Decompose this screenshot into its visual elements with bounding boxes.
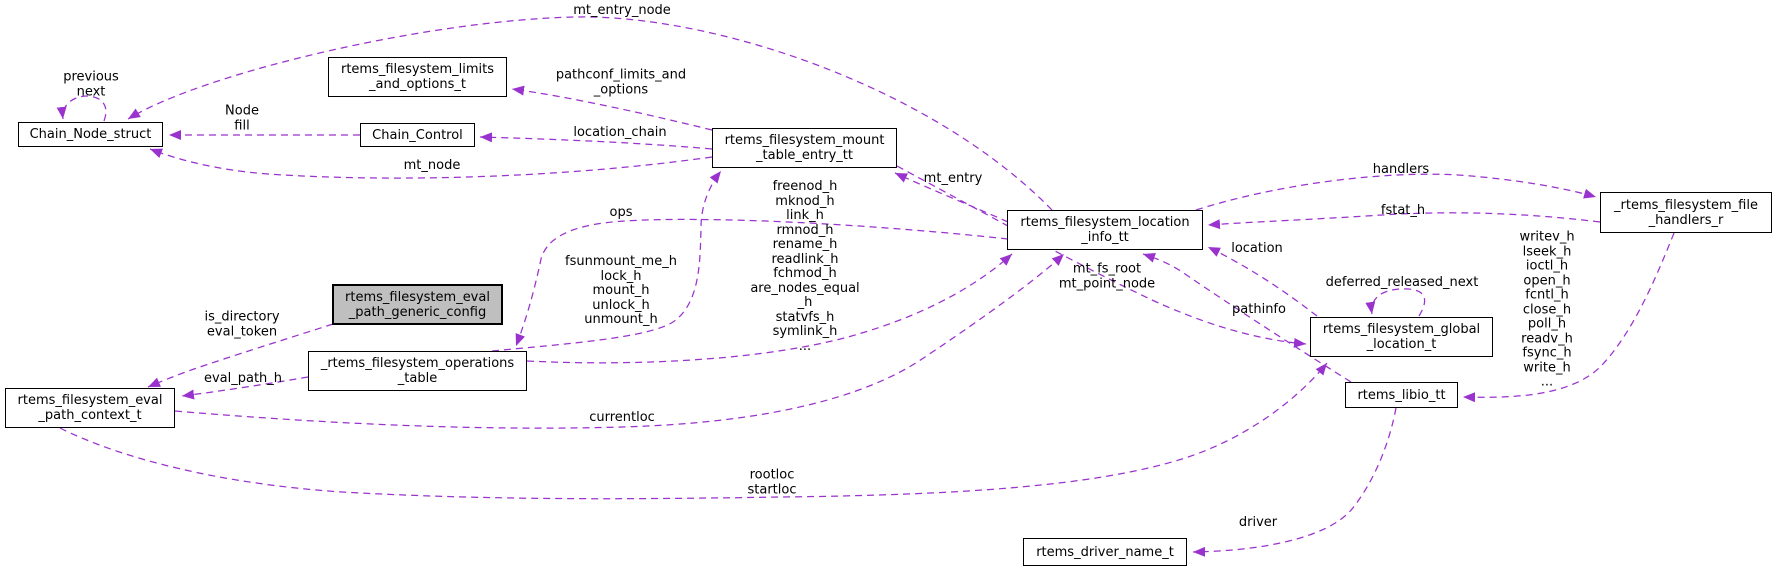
edge-rootloc-startloc bbox=[59, 362, 1328, 500]
edge-label-eval-path-h: eval_path_h bbox=[203, 370, 283, 386]
edge-mt-node bbox=[149, 148, 713, 179]
node-driver-name[interactable]: rtems_driver_name_t bbox=[1023, 538, 1187, 566]
edge-node-handlers bbox=[526, 253, 1013, 364]
edge-label-mt-entry-node: mt_entry_node bbox=[573, 2, 671, 18]
edge-label-location: location bbox=[1231, 240, 1283, 256]
edge-mt-entry bbox=[894, 172, 1009, 223]
edge-ops-table-handlers bbox=[491, 170, 722, 352]
edge-label-currentloc: currentloc bbox=[589, 409, 655, 425]
node-global-location[interactable]: rtems_filesystem_global _location_t bbox=[1310, 317, 1493, 357]
node-limits-and-options[interactable]: rtems_filesystem_limits _and_options_t bbox=[328, 57, 507, 97]
node-operations-table[interactable]: _rtems_filesystem_operations _table bbox=[308, 351, 527, 391]
edge-label-file-handler-list: writev_h lseek_h ioctl_h open_h fcntl_h … bbox=[1519, 229, 1575, 390]
edge-label-mt-node: mt_node bbox=[403, 157, 461, 173]
edge-label-node-fill: Node fill bbox=[225, 103, 259, 133]
edge-label-fstat-h: fstat_h bbox=[1380, 202, 1426, 218]
edge-label-handlers: handlers bbox=[1372, 161, 1430, 177]
edge-label-node-handlers: freenod_h mknod_h link_h rmnod_h rename_… bbox=[750, 179, 860, 354]
node-chain-node-struct[interactable]: Chain_Node_struct bbox=[18, 122, 163, 147]
node-eval-path-generic-config[interactable]: rtems_filesystem_eval _path_generic_conf… bbox=[332, 284, 503, 325]
edge-label-location-chain: location_chain bbox=[573, 124, 667, 140]
edge-handlers bbox=[1195, 173, 1597, 211]
edge-label-mt-entry: mt_entry bbox=[923, 170, 983, 186]
node-file-handlers[interactable]: _rtems_filesystem_file _handlers_r bbox=[1600, 192, 1772, 233]
edge-pathinfo bbox=[1142, 253, 1352, 383]
edge-label-pathinfo: pathinfo bbox=[1232, 301, 1286, 317]
node-location-info[interactable]: rtems_filesystem_location _info_tt bbox=[1007, 210, 1203, 250]
edge-eval-path-h bbox=[181, 376, 309, 400]
node-mount-table-entry[interactable]: rtems_filesystem_mount _table_entry_tt bbox=[712, 128, 897, 168]
node-libio[interactable]: rtems_libio_tt bbox=[1345, 382, 1458, 408]
edge-label-driver: driver bbox=[1238, 514, 1278, 530]
edge-label-ops: ops bbox=[609, 204, 633, 220]
node-chain-control[interactable]: Chain_Control bbox=[360, 123, 475, 147]
node-eval-path-context[interactable]: rtems_filesystem_eval _path_context_t bbox=[5, 388, 175, 428]
edge-is-directory bbox=[147, 323, 334, 388]
edge-fstat-h bbox=[1207, 212, 1601, 230]
edge-label-previous-next: previous next bbox=[63, 69, 119, 99]
edge-deferred-released-next bbox=[1365, 288, 1426, 317]
edge-label-is-directory: is_directory eval_token bbox=[204, 309, 280, 339]
edge-previous-next bbox=[56, 95, 107, 122]
edge-label-mt-fs-root: mt_fs_root mt_point_node bbox=[1058, 261, 1156, 291]
edge-label-rootloc-startloc: rootloc startloc bbox=[747, 467, 797, 497]
edge-location bbox=[1207, 246, 1318, 317]
edge-label-deferred-released-next: deferred_released_next bbox=[1325, 274, 1479, 290]
edge-mt-fs-root bbox=[896, 165, 1307, 348]
edge-pathconf bbox=[511, 85, 713, 131]
edge-driver bbox=[1192, 407, 1397, 557]
edge-currentloc bbox=[174, 253, 1065, 429]
edge-label-ops-table-handlers: fsunmount_me_h lock_h mount_h unlock_h u… bbox=[565, 253, 677, 327]
edge-file-handler-list bbox=[1462, 232, 1675, 403]
edge-location-chain bbox=[479, 132, 713, 150]
edge-label-pathconf: pathconf_limits_and _options bbox=[555, 67, 687, 97]
edge-ops bbox=[515, 218, 1009, 347]
